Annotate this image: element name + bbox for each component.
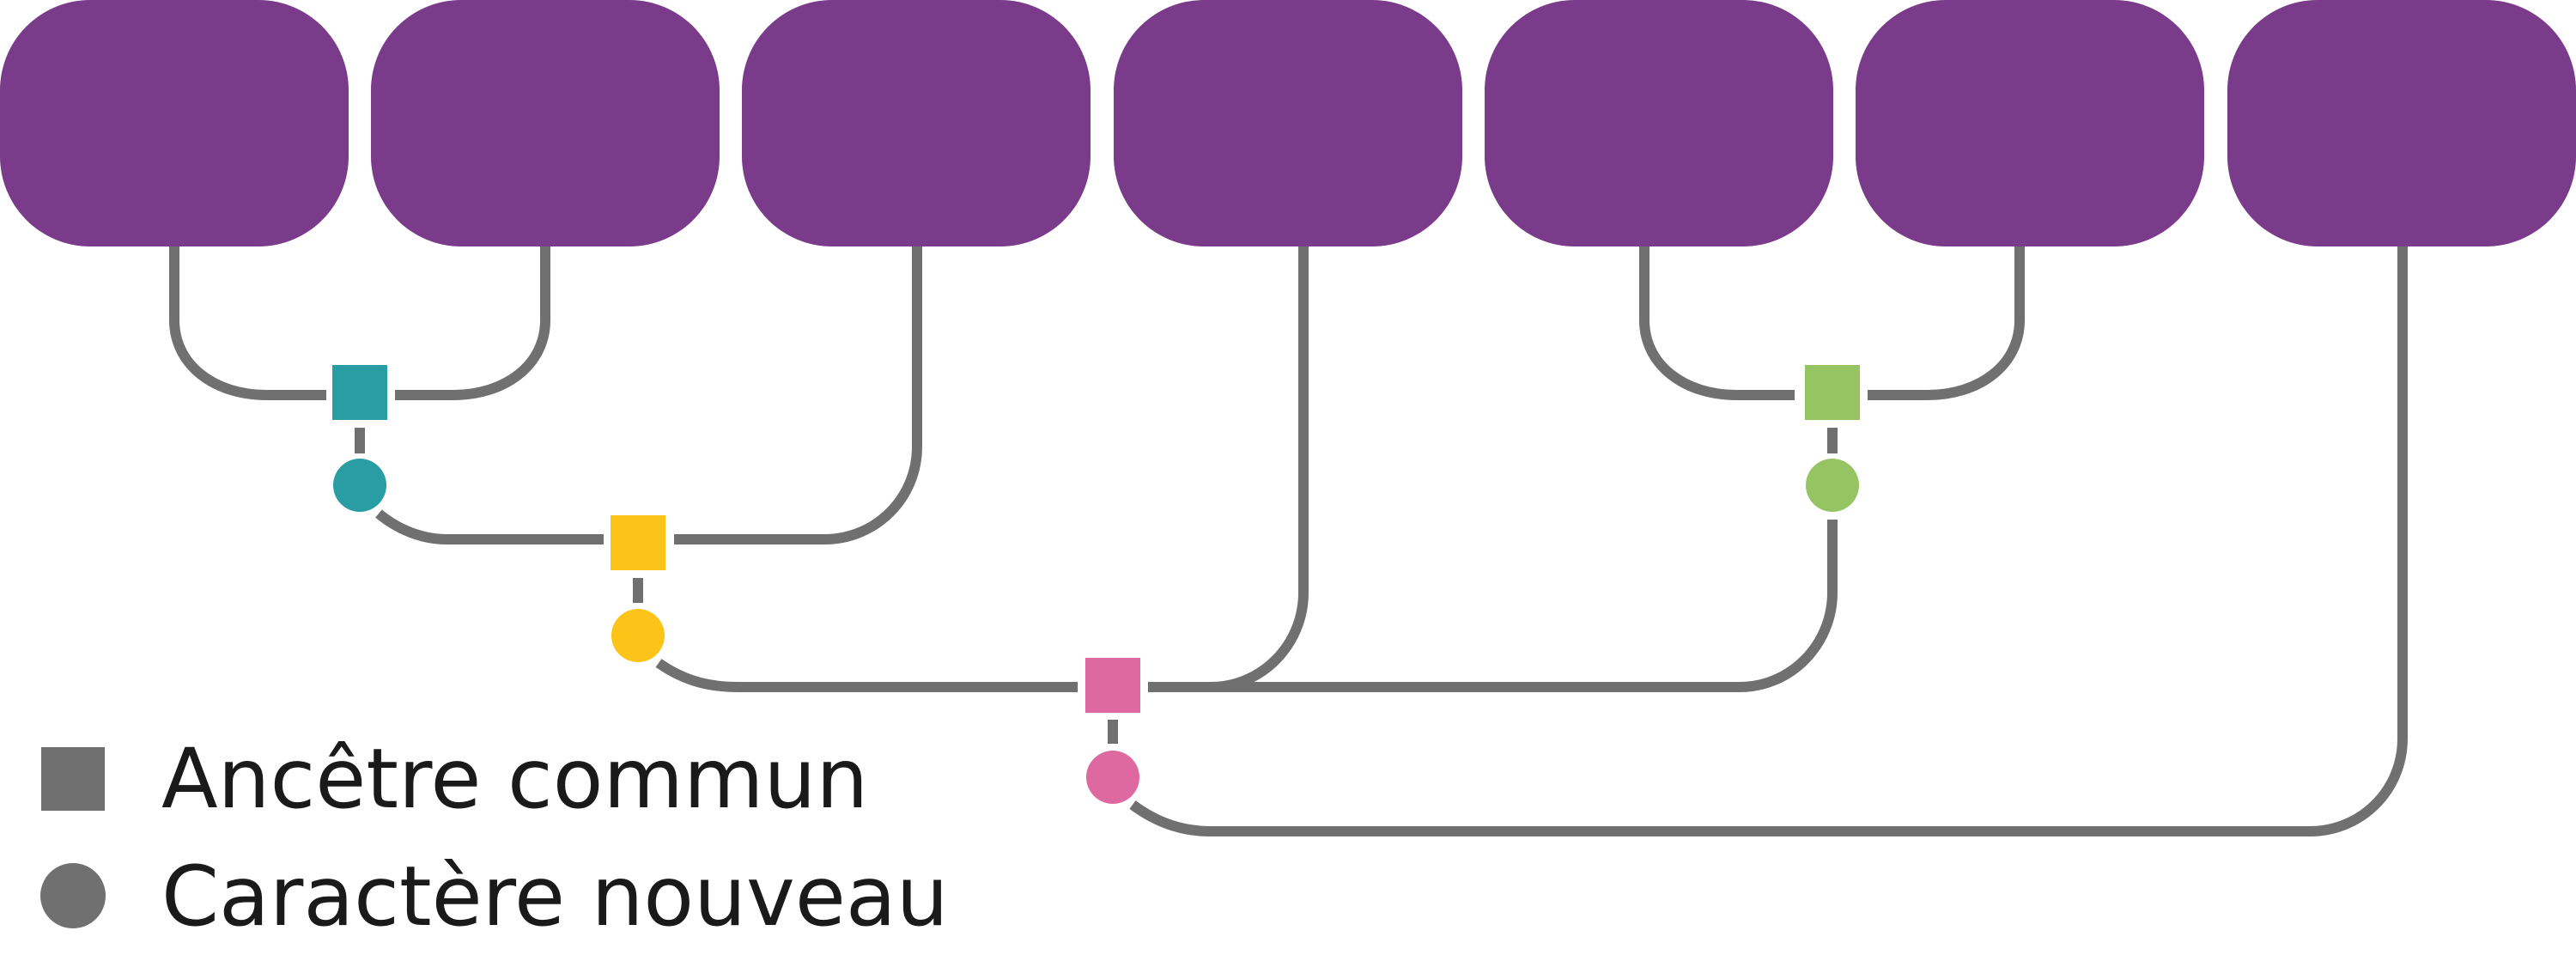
branch-yellow xyxy=(655,659,1078,692)
branch-leaf3 xyxy=(674,245,922,544)
legend-new-character-label: Caractère nouveau xyxy=(161,849,949,945)
leaf-taxon-3 xyxy=(742,0,1091,246)
leaf-taxon-6 xyxy=(1856,0,2204,246)
common-ancestor-teal xyxy=(332,365,387,420)
new-character-green xyxy=(1806,459,1859,512)
common-ancestor-green xyxy=(1805,365,1860,420)
leaf-taxon-5 xyxy=(1485,0,1833,246)
legend: Ancêtre commun Caractère nouveau xyxy=(40,731,949,945)
common-ancestor-pink xyxy=(1085,658,1140,713)
legend-common-ancestor-label: Ancêtre commun xyxy=(161,731,868,827)
new-character-yellow xyxy=(611,609,665,662)
legend-square-icon xyxy=(41,747,105,811)
leaf-taxon-7 xyxy=(2227,0,2576,246)
branch-lines xyxy=(169,242,2408,836)
branch-leaf5 xyxy=(1639,245,1795,400)
branch-leaf2 xyxy=(395,245,550,400)
nodes xyxy=(332,365,1860,804)
branch-pink xyxy=(1129,245,2408,836)
branch-leaf6 xyxy=(1868,245,2025,400)
common-ancestor-yellow xyxy=(611,515,665,570)
leaf-taxon-1 xyxy=(0,0,349,246)
legend-circle-icon xyxy=(40,863,106,928)
leaf-taxa xyxy=(0,0,2576,246)
new-character-teal xyxy=(333,459,386,512)
leaf-taxon-2 xyxy=(371,0,720,246)
branch-green xyxy=(1148,520,1838,692)
branch-leaf4 xyxy=(1148,242,1309,692)
new-character-pink xyxy=(1086,751,1139,804)
branch-leaf1 xyxy=(169,245,326,400)
leaf-taxon-4 xyxy=(1114,0,1462,246)
branch-teal xyxy=(375,509,604,544)
